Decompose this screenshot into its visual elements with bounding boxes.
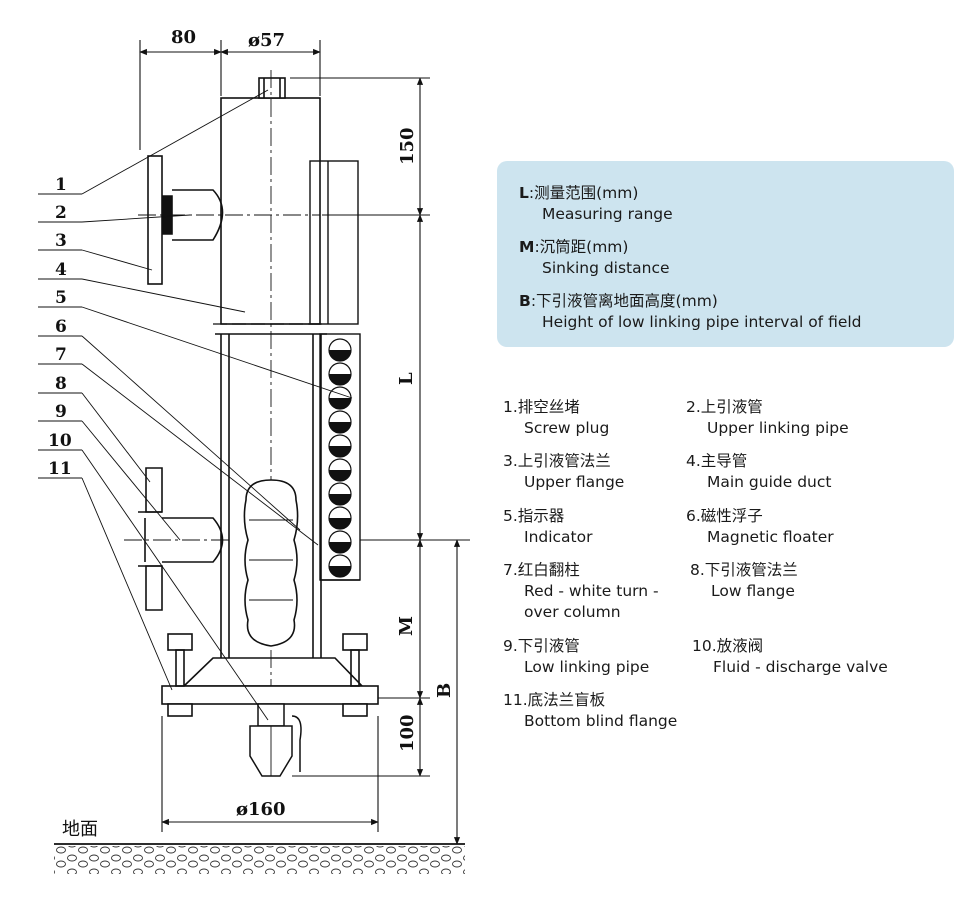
callout-leader-10 <box>81 449 269 721</box>
dim-height-150: 150 <box>397 127 418 165</box>
legend-entry-L: L:测量范围(mm) Measuring range <box>519 184 673 223</box>
callout-leader-1 <box>81 89 269 195</box>
callout-number-3: 3 <box>55 231 67 251</box>
dim-M: M <box>396 616 417 636</box>
flip-ball-dark-half <box>329 398 351 409</box>
flip-ball-dark-half <box>329 566 351 577</box>
flip-ball-dark-half <box>329 422 351 433</box>
callout-number-9: 9 <box>55 402 67 422</box>
dim-height-100: 100 <box>397 714 418 752</box>
callout-number-7: 7 <box>55 345 67 365</box>
callout-leader-9 <box>81 420 181 541</box>
callout-number-6: 6 <box>55 317 67 337</box>
flip-ball-dark-half <box>329 542 351 553</box>
indicator <box>309 160 361 581</box>
callout-leader-4 <box>81 278 246 313</box>
ground <box>54 843 465 874</box>
fluid-discharge-valve <box>249 703 302 777</box>
dim-B: B <box>434 683 455 698</box>
dim-diameter-160: ø160 <box>236 799 286 820</box>
flip-ball-dark-half <box>329 470 351 481</box>
magnetic-floater <box>243 479 299 647</box>
legend-entry-B: B:下引液管离地面高度(mm) Height of low linking pi… <box>519 292 862 331</box>
callout-number-1: 1 <box>55 175 67 195</box>
ground-label: 地面 <box>62 819 98 840</box>
dimension-lines <box>139 40 470 845</box>
flip-ball-dark-half <box>329 350 351 361</box>
callout-leader-8 <box>81 392 151 483</box>
callout-leader-7 <box>81 363 319 546</box>
flip-ball-dark-half <box>329 518 351 529</box>
dim-L: L <box>396 372 417 385</box>
callout-leader-11 <box>81 477 173 691</box>
callout-number-8: 8 <box>55 374 67 394</box>
flip-ball-dark-half <box>329 446 351 457</box>
callouts: 1 2 3 4 5 6 7 8 9 10 11 <box>38 89 353 721</box>
callout-number-11: 11 <box>48 459 72 479</box>
callout-number-5: 5 <box>55 288 67 308</box>
callout-leader-3 <box>81 249 153 271</box>
callout-number-10: 10 <box>48 431 72 451</box>
callout-leader-5 <box>81 306 353 399</box>
bottom-flange <box>161 633 379 717</box>
flip-ball-dark-half <box>329 494 351 505</box>
dim-width-80: 80 <box>171 27 196 48</box>
dim-diameter-57: ø57 <box>248 30 285 51</box>
low-linking-pipe <box>124 467 232 611</box>
dimension-legend: L:测量范围(mm) Measuring range M:沉筒距(mm) Sin… <box>497 161 954 347</box>
main-body <box>213 70 327 740</box>
callout-number-2: 2 <box>55 203 67 223</box>
callout-leader-2 <box>81 214 191 223</box>
upper-linking-pipe <box>138 155 320 285</box>
callout-leader-6 <box>81 335 301 531</box>
callout-number-4: 4 <box>55 260 67 280</box>
flip-ball-dark-half <box>329 374 351 385</box>
red-white-flip-columns <box>328 338 352 578</box>
legend-entry-M: M:沉筒距(mm) Sinking distance <box>519 238 670 277</box>
